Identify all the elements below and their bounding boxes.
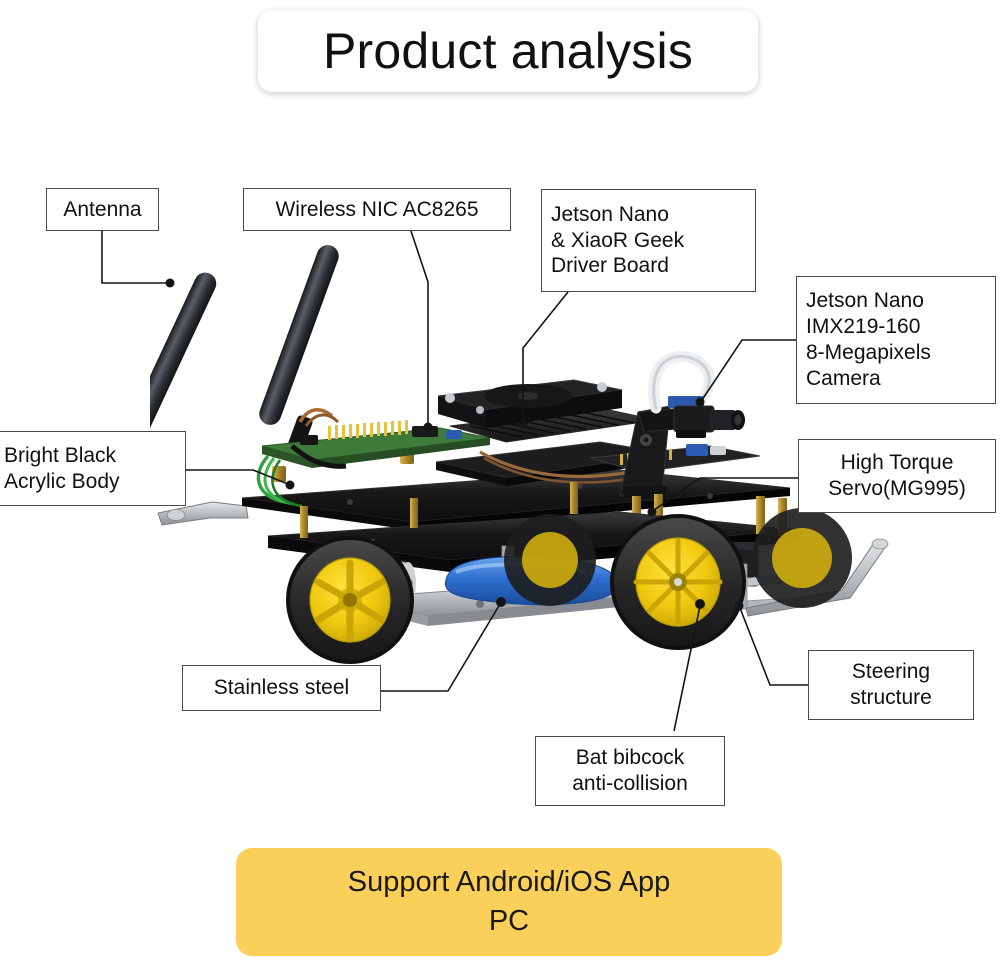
callout-camera[interactable]: Jetson Nano IMX219-160 8-Megapixels Came… <box>796 276 996 404</box>
callout-driver-board-line-2: Driver Board <box>551 254 669 278</box>
callout-acrylic-body[interactable]: Bright Black Acrylic Body <box>0 431 186 506</box>
product-image <box>150 245 889 664</box>
wheel-rear-left <box>286 536 414 664</box>
callout-steering-line-0: Steering <box>851 660 931 684</box>
callout-steering[interactable]: Steering structure <box>808 650 974 720</box>
support-banner[interactable]: Support Android/iOS App PC <box>236 848 782 956</box>
wheel-front-right <box>610 514 746 650</box>
callout-servo[interactable]: High Torque Servo(MG995) <box>798 439 996 513</box>
page-title-box: Product analysis <box>258 10 758 92</box>
callout-camera-line-2: 8-Megapixels <box>806 341 931 364</box>
callout-stainless-steel-line-0: Stainless steel <box>213 676 350 700</box>
support-banner-line-0: Support Android/iOS App <box>347 865 671 898</box>
callout-antenna[interactable]: Antenna <box>46 188 159 231</box>
callout-driver-board[interactable]: Jetson Nano & XiaoR Geek Driver Board <box>541 189 756 292</box>
callout-camera-line-3: Camera <box>806 366 881 390</box>
heatsink-fan <box>437 379 657 443</box>
callout-antenna-line-0: Antenna <box>63 197 142 221</box>
page-title: Product analysis <box>322 23 694 79</box>
wireless-nic-board <box>256 408 491 508</box>
bumper-bar-rear <box>157 501 249 526</box>
wheel-rear-right <box>504 514 596 606</box>
callout-servo-line-1: Servo(MG995) <box>828 477 966 500</box>
callout-driver-board-line-1: & XiaoR Geek <box>551 228 685 252</box>
callout-camera-line-1: IMX219-160 <box>806 315 921 339</box>
callout-wireless-nic-line-0: Wireless NIC AC8265 <box>275 197 479 221</box>
wheel-front-left <box>752 508 852 608</box>
callout-acrylic-body-line-1: Acrylic Body <box>4 469 120 493</box>
callout-servo-line-0: High Torque <box>840 451 954 475</box>
callout-camera-line-0: Jetson Nano <box>806 289 924 313</box>
callout-bat-bibcock[interactable]: Bat bibcock anti-collision <box>535 736 725 806</box>
callout-bat-bibcock-line-1: anti-collision <box>572 772 688 795</box>
callout-acrylic-body-line-0: Bright Black <box>4 443 117 467</box>
support-banner-line-1: PC <box>488 905 530 937</box>
callout-bat-bibcock-line-0: Bat bibcock <box>575 746 685 770</box>
callout-driver-board-line-0: Jetson Nano <box>551 202 669 226</box>
callout-stainless-steel[interactable]: Stainless steel <box>182 665 381 711</box>
callout-wireless-nic[interactable]: Wireless NIC AC8265 <box>243 188 511 231</box>
callout-steering-line-1: structure <box>850 686 932 709</box>
